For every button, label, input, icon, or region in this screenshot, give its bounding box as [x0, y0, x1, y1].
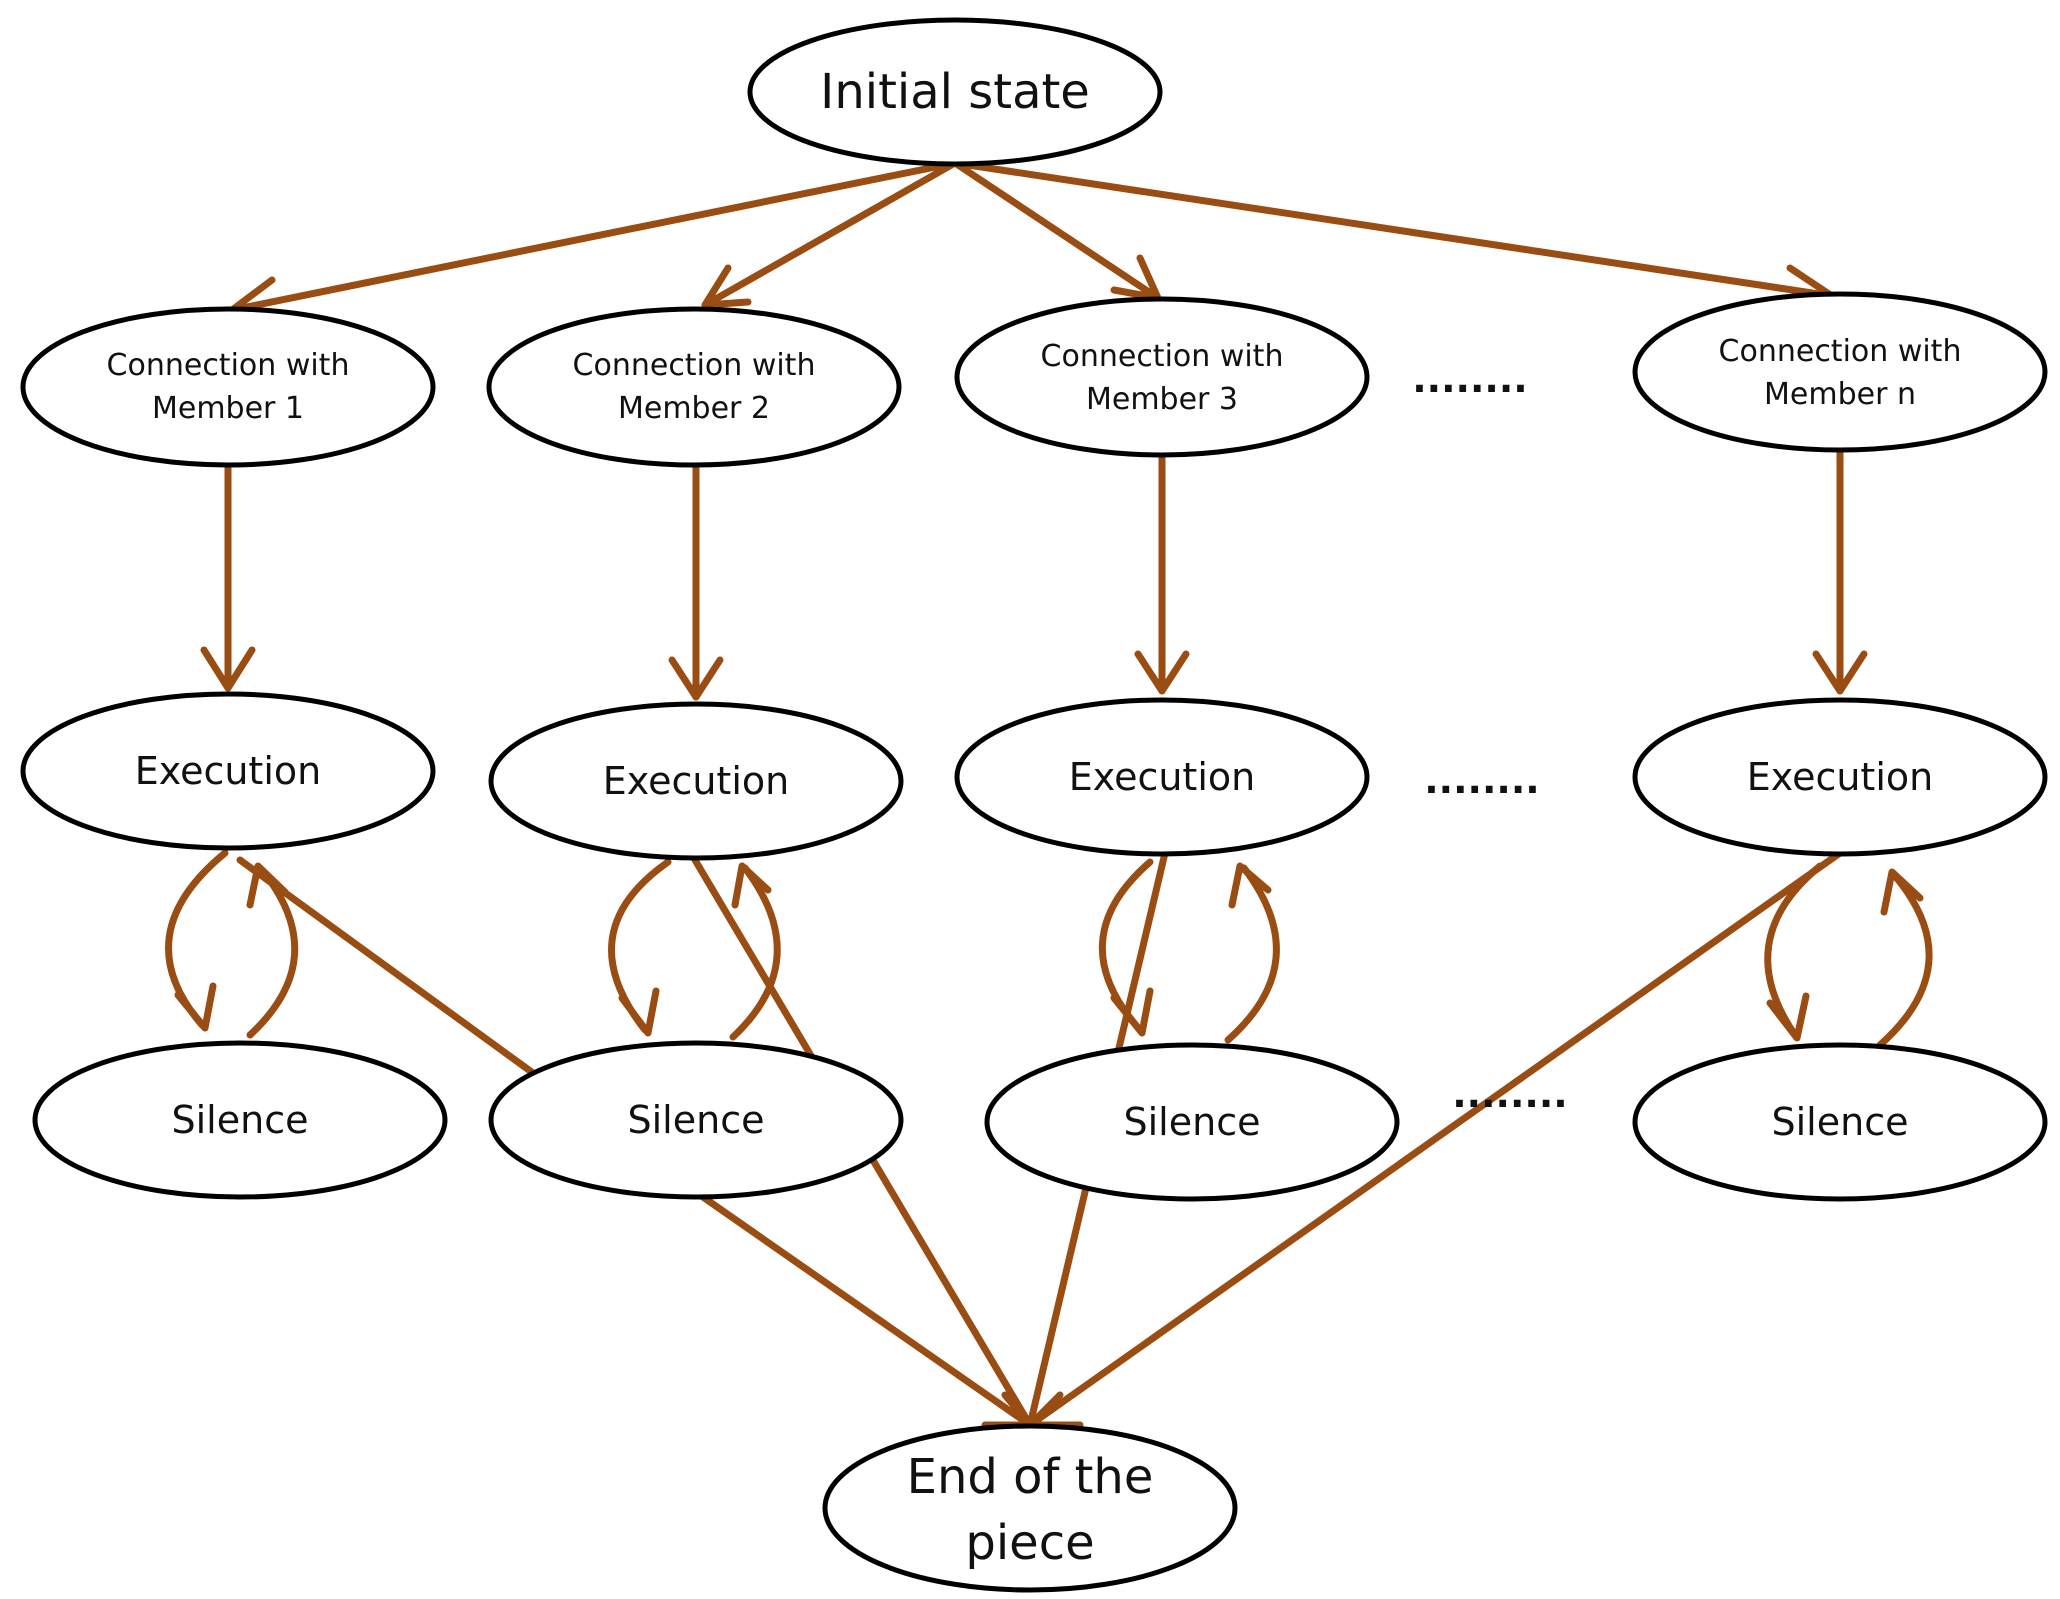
connection-3-line-1: Connection with: [1041, 339, 1284, 374]
edge-initial-connection-n: [951, 159, 1836, 300]
node-connection-member-1: Connection with Member 1: [20, 306, 436, 468]
connection-1-line-2: Member 1: [152, 391, 304, 426]
execution-n-label: Execution: [1747, 755, 1933, 799]
edges-connection-to-execution: [200, 448, 1868, 701]
arrowhead: [1766, 992, 1810, 1042]
ellipsis-connections: ........: [1412, 357, 1527, 401]
connection-2-line-2: Member 2: [618, 391, 770, 426]
edge-initial-connection-2: [701, 159, 959, 309]
silence-2-label: Silence: [628, 1098, 765, 1142]
arrowhead: [1812, 650, 1868, 695]
node-connection-member-3: Connection with Member 3: [954, 296, 1370, 458]
node-initial-state: Initial state: [747, 17, 1163, 167]
edge-execution-n-to-end: [1026, 849, 1844, 1429]
node-execution-n: Execution: [1632, 697, 2048, 857]
node-silence-n: Silence: [1632, 1042, 2048, 1202]
arrowhead: [200, 646, 256, 692]
edge-silence-2-to-execution-1: [236, 856, 537, 1077]
loops-execution-silence: [165, 849, 1933, 1049]
connection-3-line-2: Member 3: [1086, 382, 1238, 417]
arrowhead: [1880, 868, 1924, 916]
node-connection-member-n: Connection with Member n: [1632, 291, 2048, 453]
loop-silence-2-to-execution: [729, 864, 781, 1041]
arrowhead: [1228, 862, 1272, 909]
arrowhead: [701, 264, 752, 309]
arrowhead: [1134, 650, 1190, 695]
node-execution-2: Execution: [488, 701, 904, 861]
arrowhead: [668, 656, 724, 701]
connection-1-line-1: Connection with: [107, 348, 350, 383]
connection-2-line-1: Connection with: [573, 348, 816, 383]
loop-execution-2-to-silence: [608, 858, 672, 1034]
node-execution-3: Execution: [954, 697, 1370, 857]
loop-silence-3-to-execution: [1224, 864, 1280, 1044]
execution-1-label: Execution: [135, 749, 321, 793]
connection-n-line-2: Member n: [1764, 377, 1916, 412]
arrowhead: [731, 862, 772, 909]
edge-silence-2-to-end: [696, 1191, 1034, 1429]
edge-initial-connection-3: [951, 159, 1162, 302]
arrowhead: [618, 987, 660, 1037]
ellipsis-silences: ........: [1452, 1072, 1567, 1116]
connection-n-line-1: Connection with: [1719, 334, 1962, 369]
execution-3-label: Execution: [1069, 755, 1255, 799]
node-execution-1: Execution: [20, 691, 436, 851]
edge-initial-connection-1: [228, 159, 959, 314]
node-silence-3: Silence: [984, 1042, 1400, 1202]
node-silence-1: Silence: [32, 1040, 448, 1200]
node-silence-2: Silence: [488, 1040, 904, 1200]
edges-initial-to-connections: [228, 159, 1836, 332]
silence-n-label: Silence: [1772, 1100, 1909, 1144]
arrowhead: [174, 982, 217, 1032]
loop-silence-n-to-execution: [1876, 872, 1933, 1049]
initial-state-label: Initial state: [820, 64, 1090, 120]
silence-3-label: Silence: [1124, 1100, 1261, 1144]
end-line-2: piece: [965, 1515, 1094, 1571]
execution-2-label: Execution: [603, 759, 789, 803]
node-end-of-the-piece: End of the piece: [822, 1423, 1238, 1593]
end-line-1: End of the: [907, 1449, 1154, 1505]
arrowhead: [1110, 987, 1154, 1037]
loop-silence-1-to-execution: [246, 866, 299, 1039]
ellipsis-executions: ........: [1424, 758, 1539, 802]
silence-1-label: Silence: [172, 1098, 309, 1142]
node-connection-member-2: Connection with Member 2: [486, 306, 902, 468]
